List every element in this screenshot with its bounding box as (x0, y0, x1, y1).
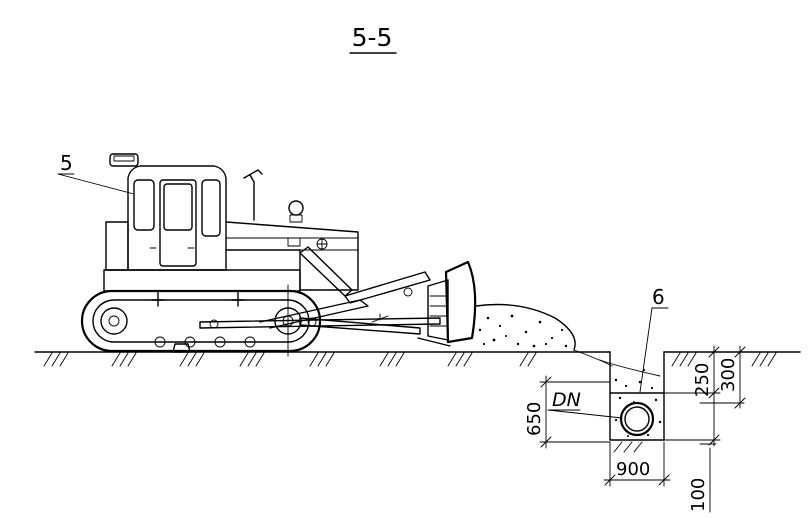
push-arms (199, 246, 441, 335)
operator-cab (109, 153, 227, 271)
item-label-bulldozer: 5 (60, 151, 73, 175)
section-title: 5-5 (352, 23, 393, 52)
trench (599, 351, 665, 453)
pipe (619, 401, 655, 437)
dim-layer-top: 250 (692, 363, 713, 397)
bulldozer (57, 153, 477, 357)
dim-trench-width: 900 (616, 459, 650, 480)
item-label-trench: 6 (652, 285, 665, 309)
bedding-hatch (613, 441, 643, 453)
dim-layer-cover: 300 (718, 358, 739, 392)
label-6-leader (639, 307, 653, 393)
soil-heap (475, 303, 613, 367)
ground-surface (34, 351, 801, 367)
label-5-leader (57, 173, 135, 195)
dim-depth-total: 650 (524, 402, 545, 436)
dim-bedding: 100 (688, 478, 709, 512)
dimension-lines (539, 345, 746, 513)
pipe-label: DN (552, 389, 581, 411)
crawler-track (80, 284, 322, 357)
dozer-blade (417, 260, 477, 347)
